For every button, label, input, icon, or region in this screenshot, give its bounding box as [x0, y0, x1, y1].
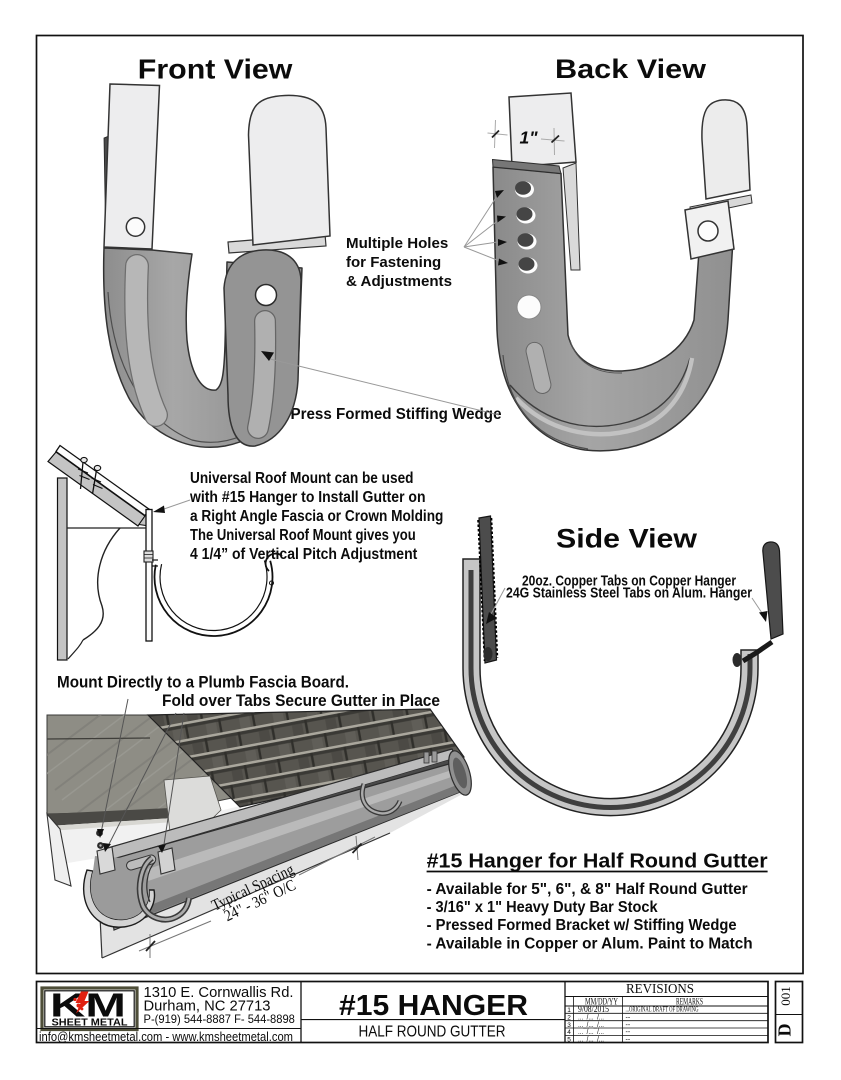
- svg-text:#15 HANGER: #15 HANGER: [339, 990, 528, 1022]
- svg-text:- Available for 5", 6", & 8" H: - Available for 5", 6", & 8" Half Round …: [427, 881, 748, 898]
- svg-text:3: 3: [567, 1022, 571, 1029]
- svg-text:--: --: [626, 1022, 631, 1029]
- svg-text:Fold over Tabs Secure Gutter i: Fold over Tabs Secure Gutter in Place: [162, 692, 440, 710]
- svg-text:info@kmsheetmetal.com - www.km: info@kmsheetmetal.com - www.kmsheetmetal…: [39, 1029, 293, 1044]
- svg-text:Back View: Back View: [555, 54, 707, 84]
- svg-text:5: 5: [567, 1037, 571, 1044]
- svg-text:D: D: [775, 1024, 795, 1037]
- svg-text:Side View: Side View: [556, 524, 698, 554]
- svg-text:..._/..._/...: ..._/..._/...: [578, 1029, 604, 1036]
- svg-text:20oz. Copper Tabs on Copper Ha: 20oz. Copper Tabs on Copper Hanger: [522, 573, 736, 589]
- svg-text:a Right Angle Fascia or Crown: a Right Angle Fascia or Crown Molding: [190, 508, 443, 525]
- svg-text:2: 2: [567, 1015, 571, 1022]
- svg-text:24G Stainless Steel Tabs on Al: 24G Stainless Steel Tabs on Alum. Hanger: [506, 586, 752, 602]
- svg-text:001: 001: [778, 986, 793, 1006]
- svg-text:..._/..._/...: ..._/..._/...: [578, 1022, 604, 1029]
- svg-text:- Pressed Formed Bracket w/ St: - Pressed Formed Bracket w/ Stiffing Wed…: [427, 917, 737, 934]
- svg-text:...ORIGINAL DRAFT OF DRAWING: ...ORIGINAL DRAFT OF DRAWING: [626, 1006, 699, 1014]
- svg-text:Multiple Holes: Multiple Holes: [346, 235, 448, 252]
- svg-text:..._/..._/...: ..._/..._/...: [578, 1037, 604, 1044]
- svg-text:REMARKS: REMARKS: [676, 996, 703, 1006]
- svg-text:Press Formed Stiffing Wedge: Press Formed Stiffing Wedge: [291, 406, 502, 423]
- svg-text:1": 1": [520, 128, 539, 148]
- svg-text:--: --: [626, 1029, 631, 1036]
- svg-text:9/08/2015: 9/08/2015: [578, 1004, 609, 1014]
- svg-text:1: 1: [567, 1007, 571, 1014]
- svg-text:4: 4: [567, 1029, 571, 1036]
- svg-text:SHEET METAL: SHEET METAL: [52, 1018, 128, 1029]
- svg-text:#15 Hanger for Half Round Gutt: #15 Hanger for Half Round Gutter: [427, 849, 768, 872]
- svg-text:--: --: [626, 1037, 631, 1044]
- svg-text:Front View: Front View: [138, 52, 293, 84]
- svg-text:Mount Directly to a Plumb Fasc: Mount Directly to a Plumb Fascia Board.: [57, 674, 349, 692]
- svg-text:1310 E. Cornwallis Rd.: 1310 E. Cornwallis Rd.: [144, 984, 294, 1001]
- svg-text:MM/DD/YY: MM/DD/YY: [585, 996, 618, 1006]
- svg-text:HALF ROUND GUTTER: HALF ROUND GUTTER: [359, 1023, 506, 1040]
- svg-text:4 1/4” of Vertical Pitch Adjus: 4 1/4” of Vertical Pitch Adjustment: [190, 546, 417, 563]
- svg-text:- 3/16" x 1" Heavy Duty Bar St: - 3/16" x 1" Heavy Duty Bar Stock: [427, 899, 658, 916]
- svg-text:with #15 Hanger to Install Gut: with #15 Hanger to Install Gutter on: [189, 489, 425, 506]
- svg-text:REVISIONS: REVISIONS: [626, 981, 694, 996]
- svg-text:The Universal Roof Mount gives: The Universal Roof Mount gives you: [190, 527, 416, 544]
- svg-text:..._/..._/...: ..._/..._/...: [578, 1015, 604, 1022]
- svg-text:- Available in Copper or Alum.: - Available in Copper or Alum. Paint to …: [427, 936, 753, 953]
- svg-text:Universal Roof Mount can be us: Universal Roof Mount can be used: [190, 470, 414, 487]
- svg-text:--: --: [626, 1015, 631, 1022]
- svg-text:& Adjustments: & Adjustments: [346, 273, 452, 290]
- svg-text:Durham, NC 27713: Durham, NC 27713: [144, 998, 271, 1015]
- svg-text:P-(919) 544-8887 F- 544-8898: P-(919) 544-8887 F- 544-8898: [144, 1012, 296, 1026]
- svg-text:for Fastening: for Fastening: [346, 254, 441, 271]
